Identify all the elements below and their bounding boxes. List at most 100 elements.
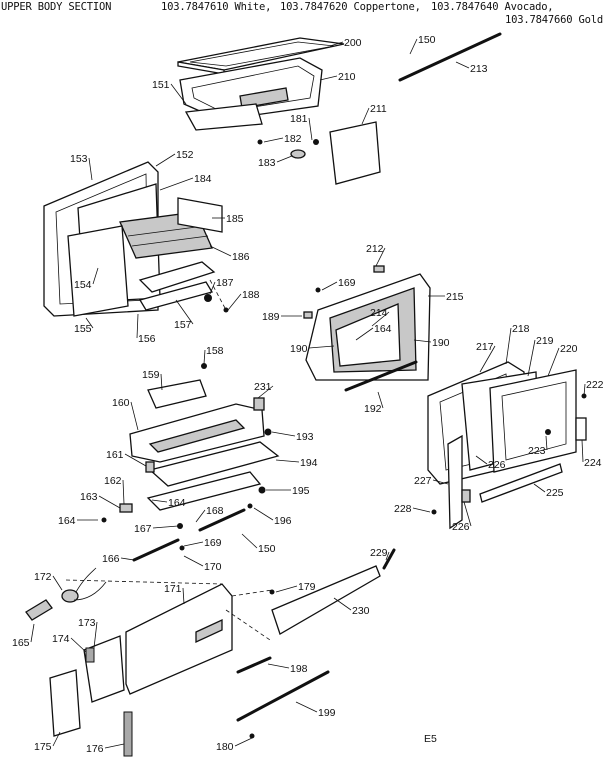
leader-222 <box>583 383 586 397</box>
leader-218 <box>505 327 512 365</box>
model-gold: 103.7847660 Gold <box>505 14 603 26</box>
callout-159: 159 <box>142 369 160 381</box>
leader-179 <box>275 585 298 593</box>
parts-187-188-hardware <box>204 294 229 313</box>
callout-158: 158 <box>206 345 224 357</box>
callout-174: 174 <box>52 633 70 645</box>
callout-169: 169 <box>338 277 356 289</box>
callout-187: 187 <box>216 277 234 289</box>
leader-212 <box>375 247 386 267</box>
callout-164: 164 <box>374 323 392 335</box>
leader-214 <box>371 311 390 327</box>
leader-159 <box>160 373 163 391</box>
callout-220: 220 <box>560 343 578 355</box>
leader-217 <box>479 345 496 373</box>
callout-222: 222 <box>586 379 604 391</box>
leader-155 <box>85 317 94 329</box>
callout-161: 161 <box>106 449 124 461</box>
leader-231 <box>257 385 274 399</box>
callout-175: 175 <box>34 741 52 753</box>
part-151-bracket <box>184 103 263 131</box>
callout-160: 160 <box>112 397 130 409</box>
section-title: UPPER BODY SECTION <box>1 1 112 13</box>
part-185-heat-shield <box>177 197 223 233</box>
callout-226-2: 226 <box>452 521 470 533</box>
leader-156 <box>136 313 139 339</box>
leader-183 <box>276 155 293 163</box>
callout-183: 183 <box>258 157 276 169</box>
leader-160 <box>130 401 139 431</box>
leader-176 <box>104 743 125 749</box>
leader-167 <box>152 525 179 529</box>
callout-173: 173 <box>78 617 96 629</box>
part-230-back-panel <box>271 565 381 635</box>
leader-193 <box>271 431 296 437</box>
callout-154: 154 <box>74 279 92 291</box>
callout-213: 213 <box>470 63 488 75</box>
part-211-side-panel <box>329 121 381 185</box>
callout-211: 211 <box>370 103 387 115</box>
part-154-side-panel <box>67 225 129 317</box>
model-avocado: 103.7847640 Avocado, <box>431 1 554 13</box>
part-160-burner-box <box>129 403 265 463</box>
part-225-door-trim <box>479 463 563 503</box>
callout-224: 224 <box>584 457 602 469</box>
callout-200: 200 <box>344 37 362 49</box>
callout-169-2: 169 <box>204 537 222 549</box>
callout-180: 180 <box>216 741 234 753</box>
callout-152: 152 <box>176 149 194 161</box>
leader-150 <box>409 38 418 55</box>
part-175-drawer-panel <box>49 669 81 737</box>
leader-154 <box>92 267 99 285</box>
callout-228: 228 <box>394 503 412 515</box>
callout-196: 196 <box>274 515 292 527</box>
leader-163 <box>98 495 121 509</box>
leader-200 <box>329 41 344 47</box>
callout-176: 176 <box>86 743 104 755</box>
leader-169 <box>321 281 338 291</box>
part-213-trim-bar <box>398 32 502 82</box>
leader-230 <box>333 597 352 611</box>
callout-231: 231 <box>254 381 272 393</box>
parts-222-223-226-228-hardware <box>431 393 587 515</box>
leader-166 <box>120 557 135 561</box>
callout-190-2: 190 <box>432 337 450 349</box>
callout-181: 181 <box>290 113 308 125</box>
callout-162: 162 <box>104 475 122 487</box>
model-coppertone: 103.7847620 Coppertone, <box>280 1 421 13</box>
part-165-knob <box>25 599 53 621</box>
callout-186: 186 <box>232 251 250 263</box>
callout-150-2: 150 <box>258 543 276 555</box>
part-172-thermostat <box>61 567 107 603</box>
part-220-door-inner <box>489 369 577 473</box>
part-176-strip <box>123 711 133 757</box>
callout-150: 150 <box>418 34 436 46</box>
leader-225 <box>533 483 546 493</box>
callout-labels: 1501511521531541551561571581591601611621… <box>12 34 604 755</box>
callout-164-2: 164 <box>168 497 186 509</box>
callout-194: 194 <box>300 457 318 469</box>
parts-169-189-212-hardware <box>303 265 385 319</box>
leader-220 <box>547 347 560 377</box>
leader-164 <box>355 327 374 341</box>
callout-157: 157 <box>174 319 192 331</box>
leader-227 <box>432 479 449 485</box>
part-174-spacer <box>85 647 95 663</box>
leader-226 <box>475 455 488 465</box>
part-150-rod <box>198 508 246 532</box>
model-white: 103.7847610 White, <box>161 1 272 13</box>
leader-181 <box>308 117 313 141</box>
part-171-wall-panel <box>125 583 233 695</box>
callout-229: 229 <box>370 547 388 559</box>
callout-223: 223 <box>528 445 546 457</box>
callout-151: 151 <box>152 79 170 91</box>
leader-162 <box>122 479 125 505</box>
leader-199 <box>295 701 318 713</box>
leader-190 <box>308 345 335 349</box>
part-229-clip <box>382 548 396 570</box>
leader-165 <box>30 623 35 643</box>
callout-163: 163 <box>80 491 98 503</box>
leader-213 <box>455 61 470 69</box>
callout-193: 193 <box>296 431 314 443</box>
